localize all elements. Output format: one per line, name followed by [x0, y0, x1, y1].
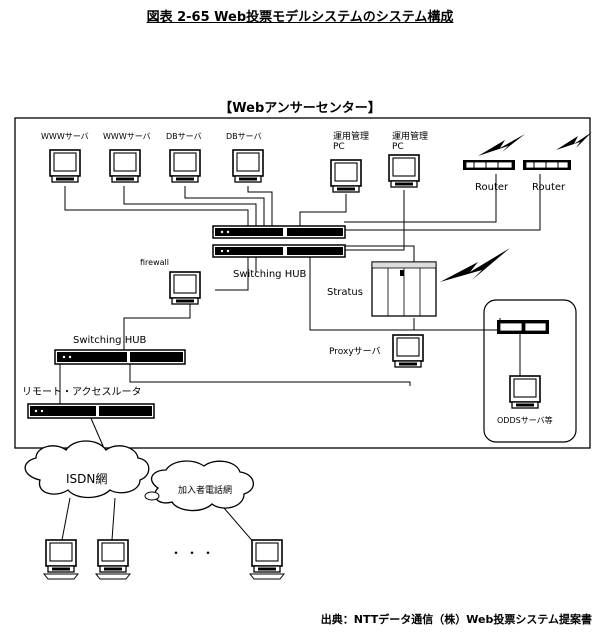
- isdn-cloud: [24, 440, 150, 499]
- firewall-icon: [169, 271, 201, 305]
- subscriber-network-label: 加入者電話網: [178, 486, 233, 496]
- proxy-server-icon: [392, 334, 424, 368]
- ellipsis: ・・・: [170, 546, 219, 560]
- router-2-label: Router: [532, 182, 566, 193]
- db-server-1-label: DBサーバ: [166, 132, 202, 141]
- lightning-icon-2: [556, 132, 592, 150]
- client-pc-3-icon: [251, 539, 283, 573]
- client-pc-keyboards: [42, 573, 286, 580]
- cloud-link: [144, 491, 160, 501]
- remote-access-router-icon: [27, 403, 155, 419]
- odds-server-label: ODDSサーバ等: [497, 416, 553, 425]
- ops-pc-1-label: 運用管理 PC: [333, 132, 370, 152]
- db-server-2-icon: [232, 149, 264, 183]
- ops-pc-1-icon: [330, 159, 362, 193]
- db-server-1-icon: [169, 149, 201, 183]
- odds-router-icon: [497, 320, 549, 334]
- proxy-label: Proxyサーバ: [329, 347, 381, 357]
- isdn-label: ISDN網: [66, 472, 108, 486]
- stratus-label: Stratus: [327, 287, 363, 298]
- center-frame: [14, 117, 591, 449]
- firewall-label: firewall: [140, 258, 169, 267]
- router-1-label: Router: [475, 182, 509, 193]
- ops-pc-2-icon: [388, 154, 420, 188]
- router-2-icon: [523, 160, 571, 170]
- switching-hub-left-icon: [54, 349, 186, 365]
- remote-access-router-label: リモート・アクセスルータ: [22, 387, 142, 398]
- switching-hub-top-label: Switching HUB: [233, 269, 307, 280]
- source-credit: 出典：NTTデータ通信（株）Web投票システム提案書: [320, 613, 592, 626]
- lightning-icon-3: [440, 248, 510, 282]
- client-pc-2-icon: [97, 539, 129, 573]
- odds-frame: [483, 299, 577, 443]
- client-pc-1-icon: [45, 539, 77, 573]
- stratus-server-icon: [371, 261, 437, 317]
- router-1-icon: [463, 160, 515, 170]
- odds-server-icon: [509, 375, 541, 409]
- www-server-2-label: WWWサーバ: [103, 132, 151, 141]
- lightning-icon-1: [478, 134, 525, 156]
- www-server-1-icon: [49, 149, 81, 183]
- switching-hub-top-icon: [212, 225, 346, 258]
- subscriber-cloud: [150, 460, 254, 512]
- www-server-2-icon: [109, 149, 141, 183]
- switching-hub-left-label: Switching HUB: [73, 335, 147, 346]
- figure-title: 図表 2-65 Web投票モデルシステムのシステム構成: [146, 10, 454, 25]
- center-title: 【Webアンサーセンター】: [219, 101, 381, 116]
- www-server-1-label: WWWサーバ: [41, 132, 89, 141]
- db-server-2-label: DBサーバ: [226, 132, 262, 141]
- ops-pc-2-label: 運用管理 PC: [392, 132, 429, 152]
